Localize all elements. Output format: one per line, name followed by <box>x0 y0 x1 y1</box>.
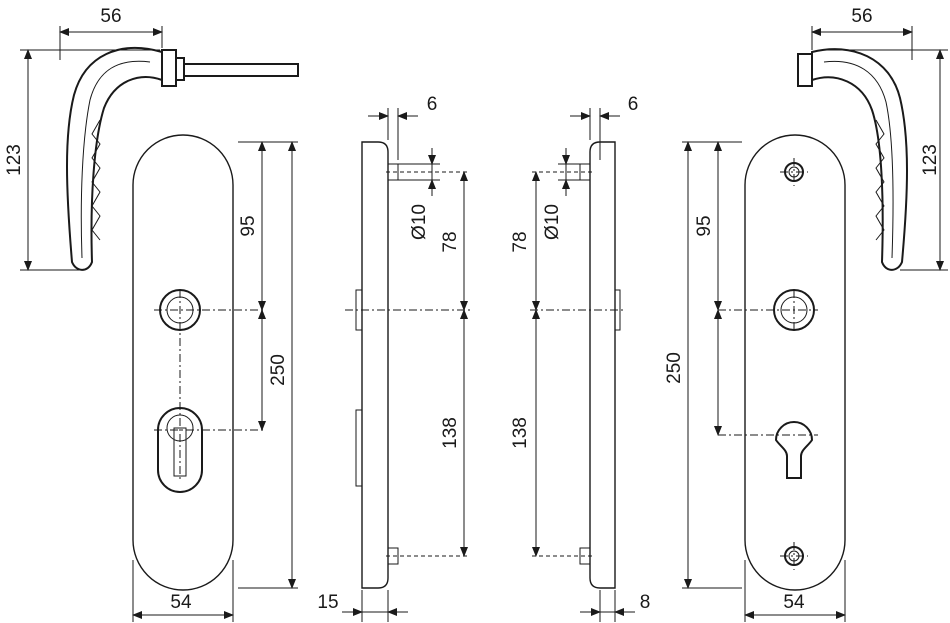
dim-plate-width-left: 54 <box>132 560 234 622</box>
dim-side-lower-left: 138 <box>440 309 468 557</box>
plate-front-right <box>718 134 846 591</box>
dim-plate-total-left: 250 <box>238 141 298 589</box>
plate-front-left <box>132 134 264 591</box>
dim-lever-height-left: 123 <box>4 49 160 271</box>
label-side-offset-right: 6 <box>628 94 639 115</box>
dim-lever-height-right: 123 <box>820 49 948 271</box>
dim-plate-width-right: 54 <box>744 560 846 622</box>
plate-side-left <box>345 141 470 589</box>
label-plate-width-left: 54 <box>170 592 192 613</box>
dim-side-offset-left: 6 <box>368 94 437 160</box>
label-plate-total-right: 250 <box>664 352 685 384</box>
label-plate-upper-right: 95 <box>694 215 715 236</box>
label-side-thickness-left: 15 <box>317 592 338 613</box>
label-lever-height-right: 123 <box>920 144 941 176</box>
dim-side-hole-right: Ø10 <box>542 148 580 240</box>
label-side-thickness-right: 8 <box>640 592 651 613</box>
dim-side-upper-right: 78 <box>510 171 540 311</box>
dim-side-lower-right: 138 <box>510 309 540 557</box>
label-side-upper-left: 78 <box>440 231 461 252</box>
lever-handle-right <box>797 48 908 271</box>
label-side-hole-left: Ø10 <box>409 204 430 240</box>
dim-side-thickness-left: 15 <box>317 590 408 622</box>
label-side-lower-right: 138 <box>510 417 531 449</box>
label-side-offset-left: 6 <box>427 94 438 115</box>
label-plate-width-right: 54 <box>783 592 805 613</box>
dim-side-hole-left: Ø10 <box>398 148 440 240</box>
label-plate-upper-left: 95 <box>238 215 259 236</box>
plate-side-right <box>530 141 625 589</box>
lever-handle-left <box>66 47 299 271</box>
label-side-hole-right: Ø10 <box>542 204 563 240</box>
dim-side-upper-left: 78 <box>440 171 468 311</box>
dim-side-thickness-right: 8 <box>580 590 650 622</box>
dim-plate-upper-left: 95 <box>238 141 298 311</box>
label-lever-width-left: 56 <box>100 6 121 27</box>
label-lever-width-right: 56 <box>851 6 872 27</box>
dim-plate-upper-right: 95 <box>682 141 742 311</box>
label-lever-height-left: 123 <box>4 144 25 176</box>
label-plate-total-left: 250 <box>268 354 289 386</box>
dim-lever-width-left: 56 <box>59 6 163 60</box>
dim-plate-total-right: 250 <box>664 141 742 589</box>
label-side-lower-left: 138 <box>440 417 461 449</box>
dim-side-offset-right: 6 <box>570 94 638 160</box>
dim-lever-width-right: 56 <box>811 6 913 60</box>
label-side-upper-right: 78 <box>510 231 531 252</box>
